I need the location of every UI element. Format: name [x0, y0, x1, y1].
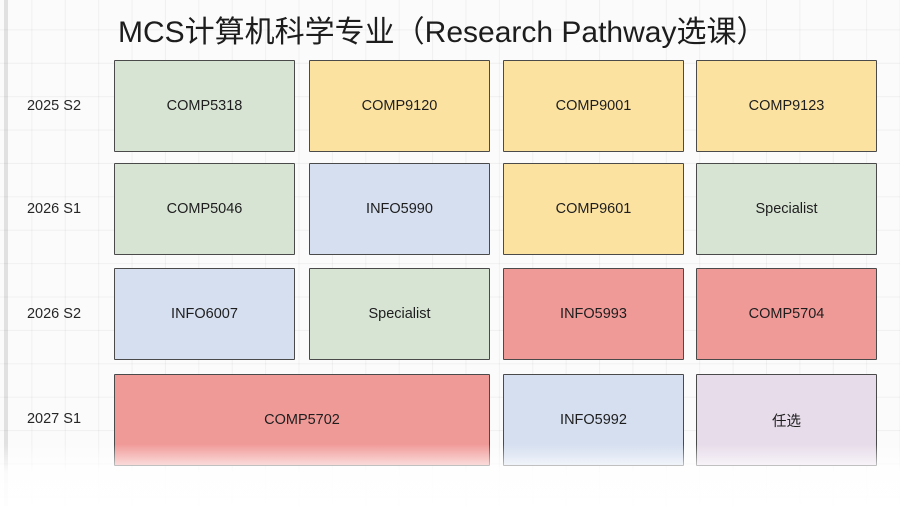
course-cell[interactable]: INFO6007: [114, 268, 295, 360]
row-label-2025-s2: 2025 S2: [26, 98, 82, 114]
course-cell[interactable]: Specialist: [309, 268, 490, 360]
course-cell[interactable]: INFO5993: [503, 268, 684, 360]
row-label-2027-s1: 2027 S1: [26, 411, 82, 427]
row-label-2026-s2: 2026 S2: [26, 306, 82, 322]
row-label-2026-s1: 2026 S1: [26, 201, 82, 217]
course-cell[interactable]: Specialist: [696, 163, 877, 255]
page-title: MCS计算机科学专业（Research Pathway选课）: [118, 16, 767, 49]
course-cell[interactable]: INFO5990: [309, 163, 490, 255]
course-cell[interactable]: COMP5318: [114, 60, 295, 152]
course-cell[interactable]: COMP9601: [503, 163, 684, 255]
course-cell[interactable]: COMP9123: [696, 60, 877, 152]
course-cell[interactable]: INFO5992: [503, 374, 684, 466]
course-cell[interactable]: COMP9001: [503, 60, 684, 152]
course-cell[interactable]: 任选: [696, 374, 877, 466]
course-cell-wide[interactable]: COMP5702: [114, 374, 490, 466]
course-cell[interactable]: COMP5046: [114, 163, 295, 255]
course-cell[interactable]: COMP9120: [309, 60, 490, 152]
course-cell[interactable]: COMP5704: [696, 268, 877, 360]
left-edge-strip: [4, 0, 8, 506]
